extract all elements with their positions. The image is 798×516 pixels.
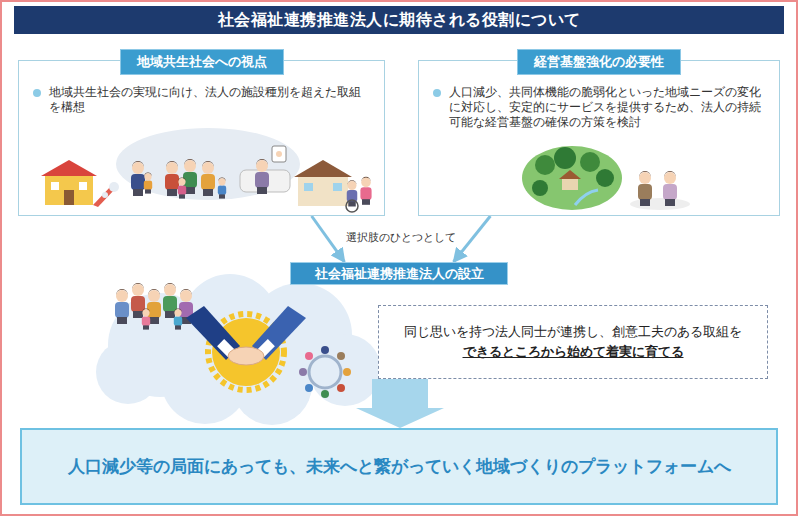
- care-house: [294, 160, 352, 206]
- note-box: 同じ思いを持つ法人同士が連携し、創意工夫のある取組をできるところから始めて着実に…: [378, 305, 768, 379]
- handshake-icon: [186, 306, 306, 390]
- bullet-dot: [433, 89, 441, 97]
- merge-arrow: [312, 216, 345, 262]
- goal-box: 人口減少等の局面にあっても、未来へと繋がっていく地域づくりのプラットフォームへ: [20, 428, 778, 505]
- node-text: 同じ思いを持つ法人同士が連携し、創意工夫のある取組を: [389, 322, 757, 342]
- elderly-couple: [630, 171, 690, 210]
- title-band: 社会福祉連携推進法人に期待される役割について: [14, 6, 784, 34]
- merge-arrow: [454, 216, 491, 262]
- child-figure: [144, 173, 152, 194]
- child-figure: [218, 178, 226, 199]
- panel-heading: 経営基盤強化の必要性: [517, 49, 681, 75]
- viewpoint-panel: 経営基盤強化の必要性人口減少、共同体機能の脆弱化といった地域ニーズの変化に対応し…: [418, 60, 780, 216]
- node-text: 人口減少、共同体機能の脆弱化といった地域ニーズの変化に対応し、安定的にサービスを…: [449, 85, 763, 130]
- node-text: 人口減少等の局面にあっても、未来へと繋がっていく地域づくりのプラットフォームへ: [68, 455, 731, 478]
- community-child: [142, 309, 150, 330]
- community-figure: [115, 289, 129, 324]
- thought-cloud: [102, 128, 300, 200]
- heading-tab: 社会福祉連携推進法人の設立: [290, 262, 508, 285]
- node-text: 社会福祉連携推進法人に期待される役割について: [218, 10, 581, 31]
- panel-heading: 地域共生社会への視点: [120, 49, 284, 75]
- child-figure: [178, 178, 186, 199]
- block-arrow: [356, 379, 444, 428]
- connector-note: 選択肢のひとつとして: [344, 230, 458, 245]
- network-cloud: [96, 274, 381, 425]
- node-text: 地域共生社会の実現に向け、法人の施設種別を超えた取組を構想: [49, 85, 368, 115]
- elderly-on-sofa: [240, 146, 290, 194]
- mother-figure: [131, 161, 145, 196]
- node-text: 社会福祉連携推進法人の設立: [315, 265, 484, 283]
- wheelchair-user: [346, 177, 372, 212]
- community-child: [174, 309, 182, 330]
- node-text: できるところから始めて着実に育てる: [389, 342, 757, 362]
- bullet-dot: [33, 89, 41, 97]
- family-figure: [165, 161, 179, 196]
- family-figure: [201, 161, 215, 196]
- viewpoint-panel: 地域共生社会への視点地域共生社会の実現に向け、法人の施設種別を超えた取組を構想: [18, 60, 385, 216]
- forest-village: [522, 146, 622, 210]
- school-building: [41, 160, 116, 207]
- people-ring: [299, 346, 351, 398]
